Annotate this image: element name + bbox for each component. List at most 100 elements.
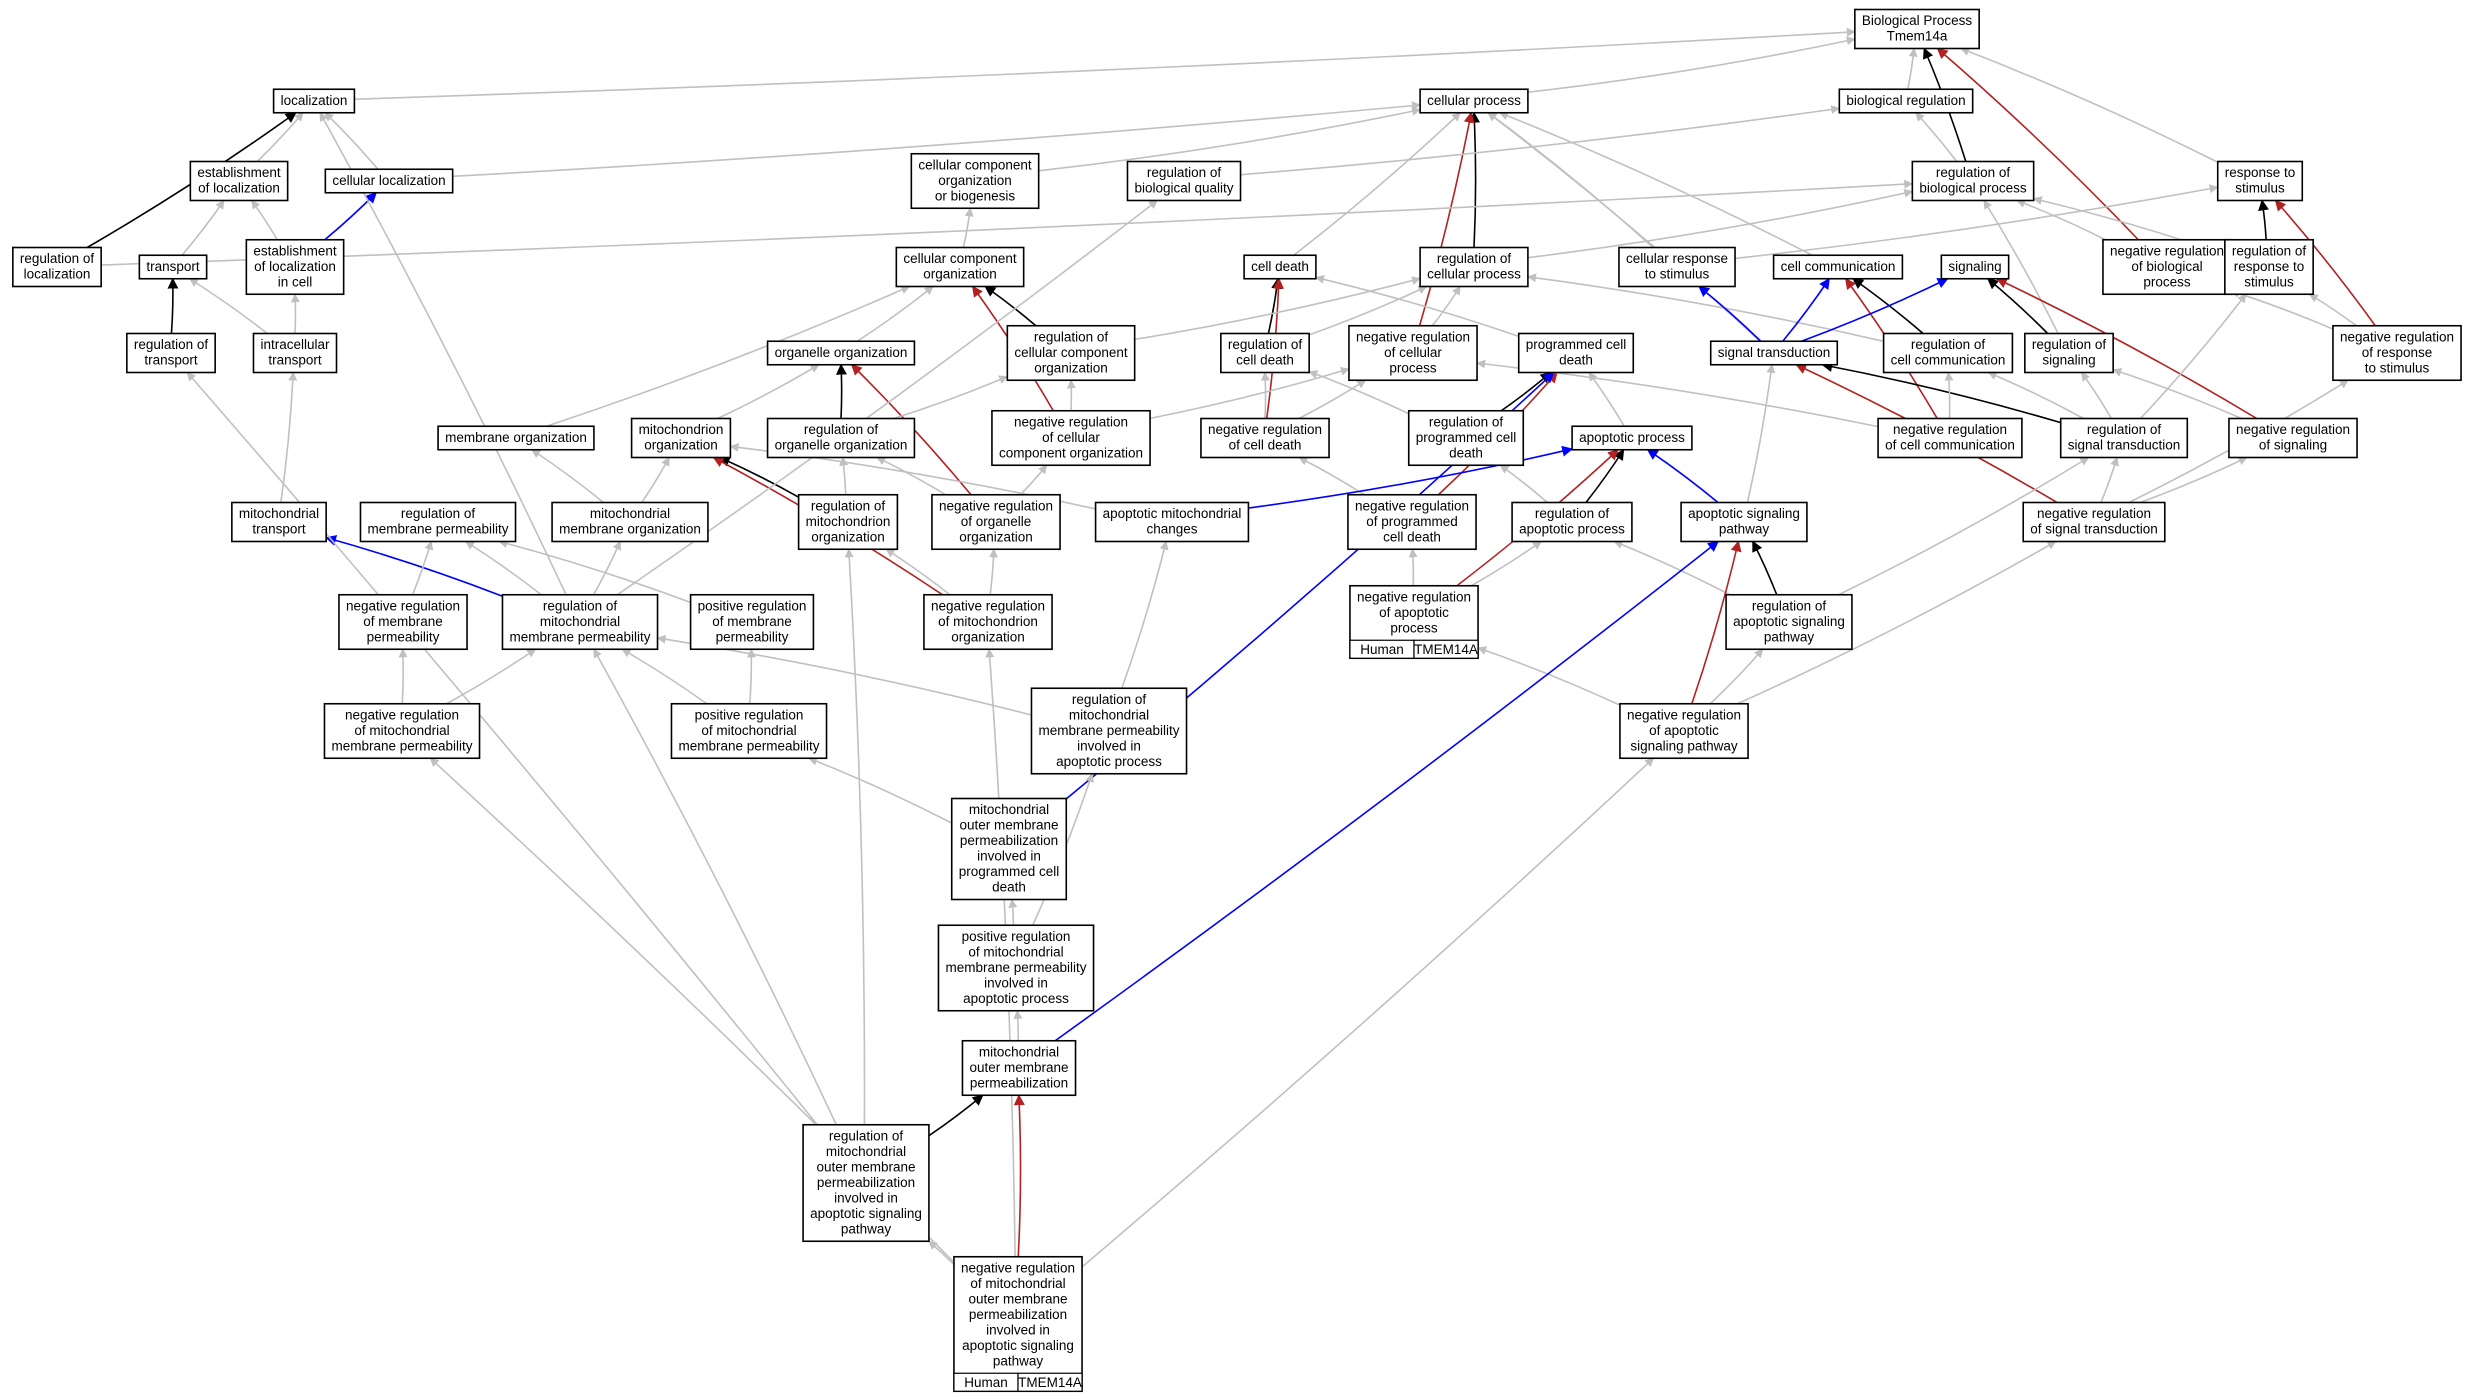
go-term-box bbox=[923, 593, 1053, 651]
go-term-label: pathway bbox=[993, 1353, 1044, 1368]
go-term-label: regulation of bbox=[829, 1128, 904, 1143]
go-term-node[interactable]: transport bbox=[138, 254, 208, 280]
go-term-label: membrane organization bbox=[445, 430, 587, 445]
go-term-node[interactable]: cellular process bbox=[1419, 88, 1529, 114]
go-term-box bbox=[245, 238, 345, 296]
go-term-node[interactable]: biological regulation bbox=[1838, 88, 1974, 114]
relation-edge-part-of bbox=[928, 1094, 984, 1137]
go-term-node[interactable]: cell death bbox=[1243, 254, 1317, 280]
relation-edge-is-a bbox=[2230, 289, 2334, 330]
go-term-label: permeabilization bbox=[969, 1307, 1067, 1322]
go-term-node[interactable]: cellular localization bbox=[324, 168, 454, 194]
go-term-label: to stimulus bbox=[1645, 267, 1710, 282]
relation-edge-is-a bbox=[1298, 456, 1365, 496]
go-term-node[interactable]: organelle organization bbox=[766, 340, 916, 366]
annotation-organism-cell[interactable]: Human bbox=[953, 1372, 1019, 1392]
go-term-label: signal transduction bbox=[2068, 438, 2181, 453]
go-term-box bbox=[1940, 254, 2010, 280]
relation-edge-is-a bbox=[1737, 540, 2057, 705]
go-term-box bbox=[910, 152, 1040, 210]
go-term-node[interactable]: localization bbox=[272, 88, 356, 114]
go-term-label: mitochondrion bbox=[806, 514, 891, 529]
go-term-box bbox=[2216, 160, 2304, 202]
go-term-node[interactable]: signaling bbox=[1940, 254, 2010, 280]
go-term-box bbox=[1243, 254, 1317, 280]
go-term-label: mitochondrion bbox=[639, 422, 724, 437]
go-term-label: regulation of bbox=[543, 598, 618, 613]
go-term-box bbox=[1619, 702, 1749, 760]
go-term-label: cellular process bbox=[1427, 93, 1521, 108]
go-term-box bbox=[231, 501, 327, 543]
go-term-box bbox=[766, 417, 916, 459]
annotation-organism-cell[interactable]: Human bbox=[1349, 639, 1415, 659]
go-term-label: membrane permeability bbox=[678, 738, 819, 753]
annotation-gene-cell[interactable]: TMEM14A bbox=[1017, 1372, 1083, 1392]
go-term-label: negative regulation bbox=[1893, 422, 2007, 437]
annotation-label: Human bbox=[964, 1375, 1008, 1390]
go-term-node[interactable]: cell communication bbox=[1772, 254, 1904, 280]
go-term-box bbox=[1347, 493, 1477, 551]
go-term-node[interactable]: membrane organization bbox=[437, 425, 595, 451]
go-term-node[interactable]: apoptotic process bbox=[1571, 425, 1693, 451]
go-term-label: organization bbox=[923, 267, 997, 282]
annotation-gene-cell[interactable]: TMEM14A bbox=[1413, 639, 1479, 659]
go-term-node[interactable]: signal transduction bbox=[1709, 340, 1839, 366]
go-term-label: of signaling bbox=[2259, 438, 2327, 453]
